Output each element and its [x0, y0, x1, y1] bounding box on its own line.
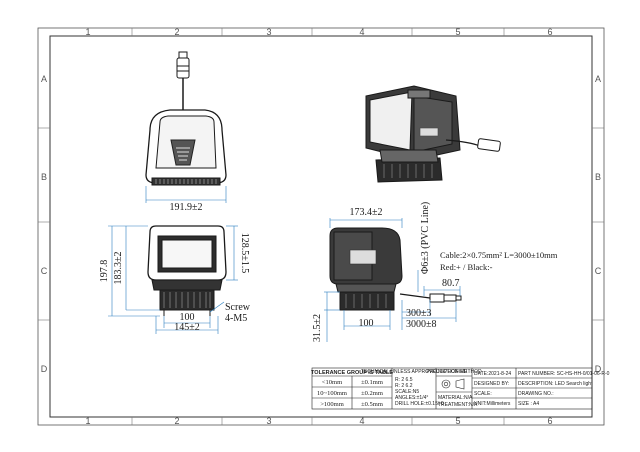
grid-col-3-top: 3	[266, 27, 271, 37]
front-width-label: 191.9±2	[170, 202, 203, 213]
side-plug-head	[443, 294, 457, 302]
lower-dimensions	[108, 225, 238, 334]
side-cable	[399, 293, 431, 299]
total-height-label: 197.8	[99, 260, 110, 283]
side-neck	[335, 283, 397, 293]
grid-row-a-left: A	[41, 74, 47, 84]
drawing-no-label: DRAWING NO.:	[518, 391, 554, 397]
plug-length-label: 300±3	[406, 308, 432, 319]
material-label: MATERIAL:N/A	[438, 395, 473, 401]
part-number-label: PART NUMBER: SC-HS-HH-0/01-06-R-0	[518, 371, 610, 377]
screw-label: Screw	[225, 302, 251, 313]
grid-col-1-bottom: 1	[85, 416, 90, 426]
outer-border	[37, 27, 605, 426]
front-width-dimension	[145, 186, 227, 203]
wiring-note: Red:+ / Black:-	[440, 262, 493, 272]
plug-body	[176, 57, 190, 79]
size-label: SIZE : A4	[518, 401, 539, 407]
inner-border	[49, 35, 593, 418]
grid-col-4-bottom: 4	[359, 416, 364, 426]
tech-line-1: R: 2 6.2	[395, 383, 413, 389]
grid-row-a-right: A	[595, 74, 601, 84]
grid-row-c-right: C	[595, 266, 602, 276]
grid-col-2-top: 2	[174, 27, 179, 37]
grid-col-1-top: 1	[85, 27, 90, 37]
cable-length-label: 3000±8	[406, 319, 437, 330]
tech-line-3: ANGLES:±1/4°	[395, 395, 428, 401]
plug-tip	[178, 51, 188, 59]
screw-spec: 4-M5	[225, 313, 247, 324]
side-base	[339, 291, 395, 311]
iso-plug	[477, 138, 501, 152]
side-view	[329, 227, 462, 311]
front-view	[145, 51, 227, 186]
grid-row-b-right: B	[595, 172, 601, 182]
grid-col-4-top: 4	[359, 27, 364, 37]
designed-by-label: DESIGNED BY:	[474, 381, 509, 387]
projection-symbol-icon	[441, 378, 465, 390]
tolerance-header: TOLERANCE GROUP IS TABLE	[311, 370, 393, 376]
description-label: DESCRIPTION: LED Search light	[518, 381, 593, 387]
tol-range-0: <10mm	[322, 379, 342, 386]
tech-line-4: DRILL HOLE:±0.15/-0	[395, 401, 444, 407]
grid-col-2-bottom: 2	[174, 416, 179, 426]
side-dimensions	[324, 218, 461, 342]
projection-header: PROJECTION METHOD	[426, 369, 482, 375]
iso-handle	[407, 89, 431, 99]
head-height-label: 183.3±2	[113, 252, 124, 285]
iso-logo	[419, 127, 439, 137]
front-vent	[151, 177, 221, 186]
iso-lens	[369, 91, 413, 151]
iso-view	[365, 85, 501, 183]
grid-col-5-bottom: 5	[455, 416, 460, 426]
scale-label: SCALE:	[474, 391, 492, 397]
tech-line-2: SCALE:N5	[395, 389, 419, 395]
grid-row-b-left: B	[41, 172, 47, 182]
lower-front-view	[147, 225, 227, 316]
cable-diameter-label: Φ6±3 (PVC Line)	[420, 202, 431, 274]
side-plug-body	[429, 293, 445, 303]
tol-value-0: ±0.1mm	[361, 379, 383, 386]
lower-base	[159, 289, 215, 311]
tech-header: TECHNICAL UNLESS APPROVED SPECIFIED	[361, 369, 468, 375]
grid-dividers	[38, 28, 604, 425]
side-depth-label: 173.4±2	[350, 207, 383, 218]
side-plug-tip	[455, 295, 462, 301]
inner-width-label: 100	[180, 312, 195, 323]
iso-neck	[379, 149, 439, 163]
grid-col-6-bottom: 6	[547, 416, 552, 426]
grid-col-5-top: 5	[455, 27, 460, 37]
tol-range-2: >100mm	[320, 401, 344, 408]
plug-dim-label: 80.7	[442, 278, 460, 289]
iso-side	[413, 95, 453, 153]
grid-row-d-left: D	[41, 364, 48, 374]
grid-row-c-left: C	[41, 266, 48, 276]
base-height-label: 31.5±2	[312, 314, 323, 342]
side-height-label: 128.5±1.5	[239, 233, 250, 274]
lower-neck	[151, 279, 223, 291]
grid-col-3-bottom: 3	[266, 416, 271, 426]
unit-label: UNIT:Millimeters	[474, 401, 511, 407]
tol-value-2: ±0.5mm	[361, 401, 383, 408]
tol-range-1: 10~100mm	[317, 390, 347, 397]
side-base-label: 100	[359, 318, 374, 329]
treatment-label: TREATMENT:N/A	[438, 402, 478, 408]
date-label: DATE:2021-8-24	[474, 371, 511, 377]
side-logo	[349, 249, 377, 265]
tol-value-1: ±0.2mm	[361, 390, 383, 397]
lower-head-lens-inner	[161, 239, 213, 269]
tech-line-0: R: 2 6.5	[395, 377, 413, 383]
grid-col-6-top: 6	[547, 27, 552, 37]
grid-row-d-right: D	[595, 364, 602, 374]
outer-width-label: 145±2	[174, 322, 200, 333]
cable-spec-note: Cable:2×0.75mm² L=3000±10mm	[440, 250, 558, 260]
title-block	[311, 367, 593, 410]
